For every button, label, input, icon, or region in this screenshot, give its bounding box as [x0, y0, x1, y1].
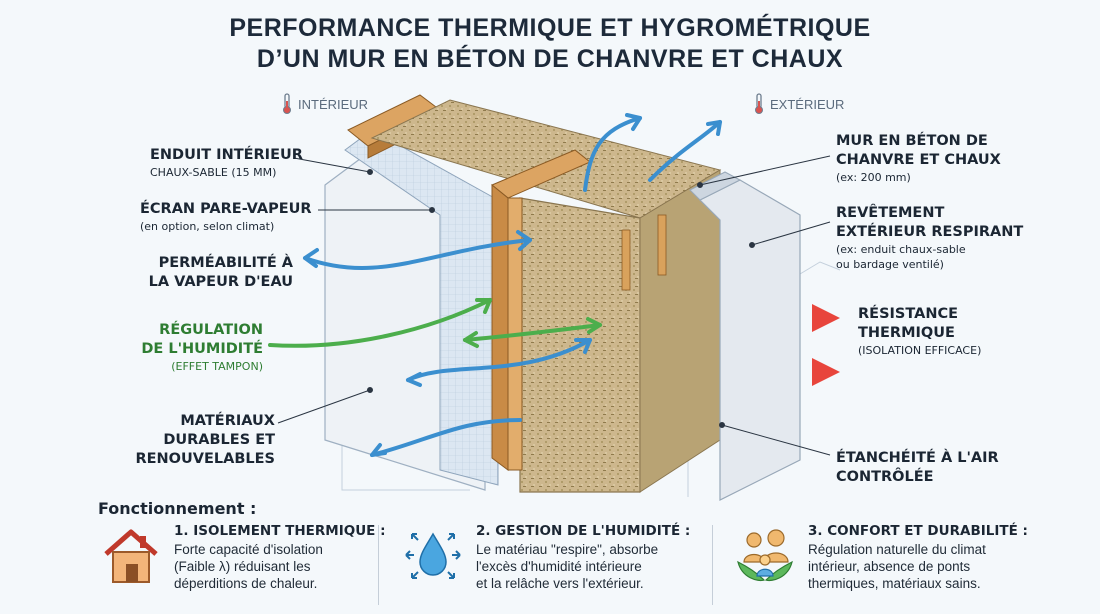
item2-line1: Le matériau "respire", absorbe [476, 542, 659, 557]
permeabilite-line1: Perméabilité à [158, 255, 293, 271]
interior-marker: Intérieur [280, 93, 368, 115]
heat-arrows [600, 304, 840, 386]
revetement-sub1: (ex: enduit chaux-sable [836, 243, 966, 256]
label-etancheite-air: Étanchéité à l'air contrôlée [836, 449, 999, 487]
label-materiaux: Matériaux durables et renouvelables [100, 412, 275, 469]
resistance-line1: Résistance [858, 306, 959, 322]
regulation-sub: (effet tampon) [171, 360, 263, 373]
functioning-item-3: 3. Confort et durabilité : Régulation na… [732, 522, 1028, 592]
label-permeabilite: Perméabilité à la vapeur d'eau [118, 254, 293, 292]
functioning-item-1: 1. Isolement thermique : Forte capacité … [98, 522, 385, 592]
item1-line3: déperditions de chaleur. [174, 576, 318, 591]
item3-line3: thermiques, matériaux sains. [808, 576, 981, 591]
water-drop-icon [405, 532, 461, 579]
item2-line3: et la relâche vers l'extérieur. [476, 576, 644, 591]
item2-line2: l'excès d'humidité intérieure [476, 559, 642, 574]
page-title-line1: Performance thermique et hygrométrique [229, 14, 871, 42]
item1-line2: (Faible λ) réduisant les [174, 559, 311, 574]
people-leaf-icon [737, 529, 793, 582]
item1-line1: Forte capacité d'isolation [174, 542, 323, 557]
thermometer-icon [283, 93, 291, 114]
humidity-arrows [268, 298, 602, 348]
revetement-line1: Revêtement [836, 205, 945, 221]
item2-heading: 2. Gestion de l'humidité : [476, 523, 691, 539]
mur-line1: Mur en béton de [836, 133, 988, 149]
item3-line2: intérieur, absence de ponts [808, 559, 971, 574]
etancheite-line2: contrôlée [836, 469, 934, 485]
revetement-line2: extérieur respirant [836, 224, 1024, 240]
materiaux-line2: durables et [163, 432, 275, 448]
page-title-line2: d’un mur en béton de chanvre et chaux [256, 45, 844, 73]
item3-line1: Régulation naturelle du climat [808, 542, 986, 557]
house-icon [104, 529, 158, 583]
exterior-label: Extérieur [770, 96, 845, 112]
leader-lines [277, 155, 831, 456]
label-regulation-humidite: Régulation de l'humidité (effet tampon) [100, 321, 263, 374]
label-enduit-interieur: Enduit intérieur Chaux-sable (15 mm) [150, 146, 303, 180]
resistance-line2: thermique [858, 325, 955, 341]
revetement-sub2: ou bardage ventilé) [836, 258, 944, 271]
label-mur-beton-chanvre: Mur en béton de chanvre et chaux (ex: 20… [836, 132, 1001, 185]
materiaux-line1: Matériaux [180, 413, 275, 429]
divider [378, 525, 379, 605]
functioning-title: Fonctionnement : [98, 499, 257, 518]
resistance-sub: (isolation efficace) [858, 344, 982, 357]
vapor-arrows [303, 113, 722, 457]
etancheite-line1: Étanchéité à l'air [836, 450, 999, 466]
ecran-heading: Écran pare-vapeur [140, 201, 312, 217]
label-ecran-pare-vapeur: Écran pare-vapeur (en option, selon clim… [140, 200, 312, 234]
permeabilite-line2: la vapeur d'eau [148, 274, 293, 290]
item1-heading: 1. Isolement thermique : [174, 523, 386, 539]
mur-sub: (ex: 200 mm) [836, 171, 911, 184]
regulation-line2: de l'humidité [141, 341, 263, 357]
mur-line2: chanvre et chaux [836, 152, 1001, 168]
item3-heading: 3. Confort et durabilité : [808, 523, 1028, 539]
enduit-sub: Chaux-sable (15 mm) [150, 166, 277, 179]
ecran-sub: (en option, selon climat) [140, 220, 275, 233]
enduit-heading: Enduit intérieur [150, 147, 303, 163]
label-resistance-thermique: Résistance thermique (isolation efficace… [858, 305, 981, 358]
materiaux-line3: renouvelables [135, 451, 275, 467]
divider [712, 525, 713, 605]
exterior-marker: Extérieur [752, 93, 844, 115]
label-revetement-exterieur: Revêtement extérieur respirant (ex: endu… [836, 204, 1023, 272]
thermometer-icon [755, 93, 763, 114]
functioning-item-2: 2. Gestion de l'humidité : Le matériau "… [400, 522, 690, 592]
interior-label: Intérieur [298, 96, 369, 112]
regulation-line1: Régulation [159, 322, 263, 338]
